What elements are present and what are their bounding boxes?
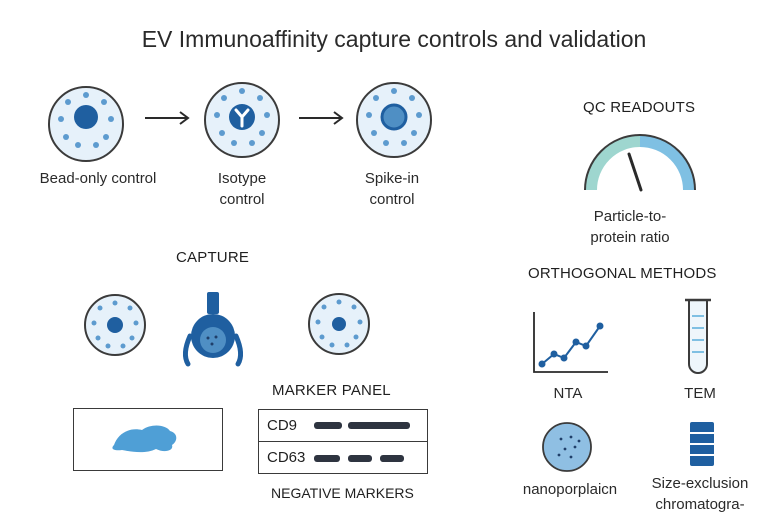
marker-panel-heading: MARKER PANEL	[272, 382, 391, 399]
test-tube-icon	[685, 298, 711, 374]
bead-icon	[84, 294, 146, 356]
marker-bands-cd9	[314, 422, 410, 429]
particle-to-protein-label: Particle-to- protein ratio	[590, 208, 670, 246]
spike-in-control-label: Spike-in control	[364, 170, 420, 208]
isotype-control-icon	[204, 82, 280, 158]
bead-icon	[308, 293, 370, 355]
tem-label: TEM	[684, 385, 716, 402]
nanopore-disc-icon	[542, 422, 592, 472]
bead-only-control-label: Bead-only control	[39, 170, 157, 187]
marker-bands-cd63	[314, 455, 404, 462]
nanopore-label: nanoporplaicn	[522, 481, 618, 498]
blot-stain-icon	[112, 425, 177, 453]
nta-label: NTA	[553, 385, 583, 402]
gauge-icon	[584, 134, 696, 192]
arrow-right-icon	[145, 111, 190, 125]
bead-only-control-icon	[48, 86, 124, 162]
negative-markers-heading: NEGATIVE MARKERS	[271, 485, 414, 501]
spike-in-control-icon	[356, 82, 432, 158]
orthogonal-methods-heading: ORTHOGONAL METHODS	[528, 265, 717, 282]
size-exclusion-label: Size-exclusion chromatogra-	[651, 475, 749, 512]
arrow-right-icon	[299, 111, 344, 125]
isotype-control-label: Isotype control	[217, 170, 267, 208]
line-chart-icon	[533, 312, 608, 373]
qc-readouts-heading: QC READOUTS	[583, 99, 696, 116]
marker-name: CD63	[267, 449, 306, 466]
marker-name: CD9	[267, 417, 298, 434]
antibody-capture-icon	[182, 292, 244, 367]
diagram-title: EV Immunoaffinity capture controls and v…	[141, 26, 647, 52]
capture-heading: CAPTURE	[176, 249, 250, 266]
sec-column-icon	[690, 422, 714, 466]
